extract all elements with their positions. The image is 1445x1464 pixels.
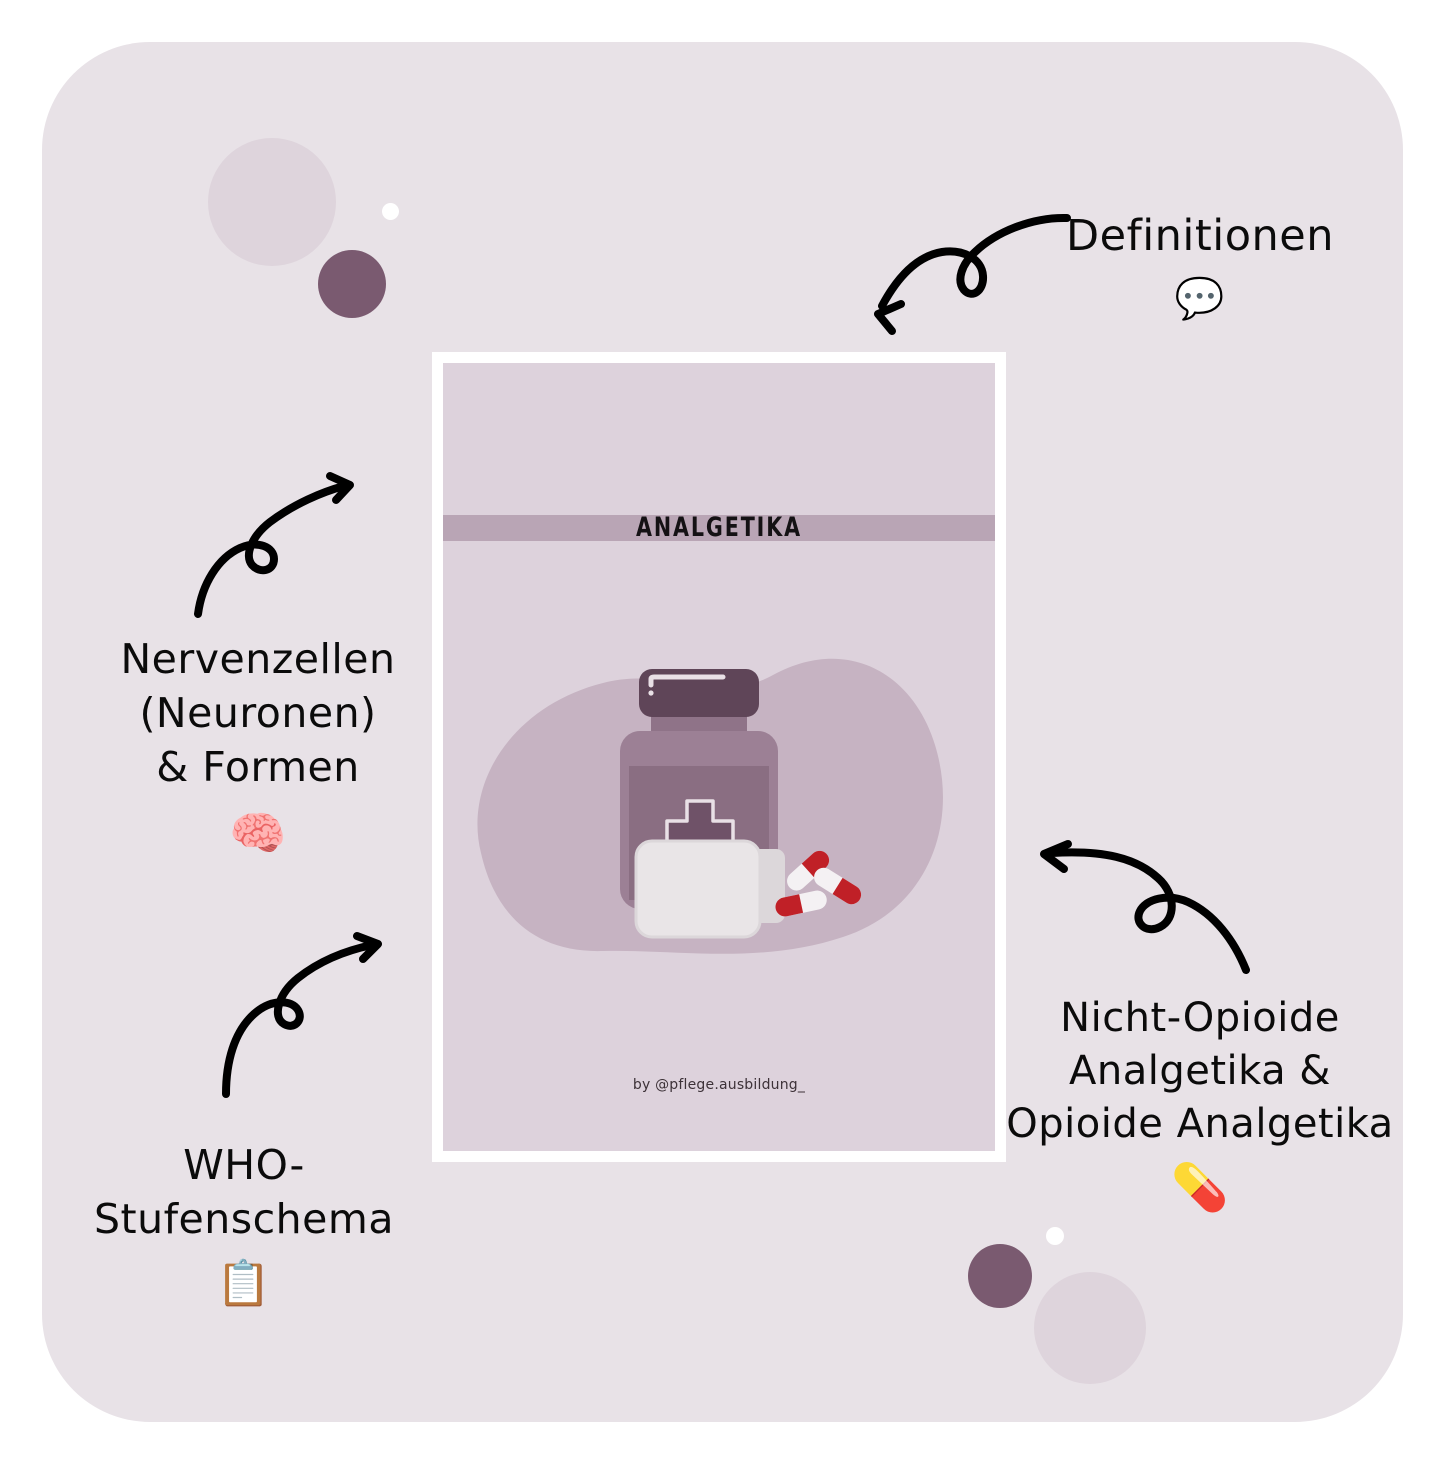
- annotation-opioide-line2: Analgetika &: [1068, 1047, 1331, 1094]
- poster-inner: ANALGETIKA: [443, 363, 995, 1151]
- annotation-who-line1: WHO-: [183, 1141, 305, 1189]
- annotation-who-stufenschema: WHO- Stufenschema 📋: [48, 1138, 440, 1306]
- annotation-opioide-line1: Nicht-Opioide: [1060, 995, 1340, 1041]
- bottle-cap-highlight: [648, 674, 726, 688]
- curly-arrow-up-right-icon: [222, 932, 382, 1098]
- bottle-cap: [639, 669, 759, 717]
- annotation-nervenzellen-line2: (Neuronen): [139, 689, 377, 738]
- poster-title: ANALGETIKA: [636, 512, 802, 543]
- medicine-bottle-illustration: [477, 658, 943, 954]
- curly-arrow-down-left-icon: [874, 213, 1071, 335]
- annotation-opioide: Nicht-Opioide Analgetika & Opioide Analg…: [990, 992, 1410, 1210]
- annotation-nervenzellen: Nervenzellen (Neuronen) & Formen 🧠: [62, 632, 454, 856]
- decor-dot-white-bottom-right: [1046, 1227, 1064, 1245]
- decor-circle-light-bottom-right: [1034, 1272, 1146, 1384]
- decor-circle-light-top-left: [208, 138, 336, 266]
- clipboard-emoji: 📋: [216, 1258, 272, 1310]
- curly-arrow-up-right-icon: [194, 472, 354, 618]
- annotation-opioide-line3: Opioide Analgetika: [1006, 1100, 1394, 1147]
- annotation-who-line2: Stufenschema: [94, 1195, 394, 1244]
- brain-emoji: 🧠: [229, 806, 287, 861]
- curly-arrow-up-left-icon: [1040, 840, 1250, 974]
- bottle-cap-dot: [648, 690, 654, 696]
- pill-2: [814, 867, 862, 905]
- poster-card[interactable]: ANALGETIKA: [432, 352, 1006, 1162]
- decor-circle-dark-top-left: [318, 250, 386, 318]
- pill-1: [787, 850, 830, 891]
- annotation-nervenzellen-line1: Nervenzellen: [120, 635, 396, 683]
- annotation-definitionen-text: Definitionen: [1066, 211, 1334, 261]
- pill-3: [775, 890, 827, 917]
- decor-dot-white-top-left: [382, 203, 399, 220]
- decor-circle-dark-bottom-right: [968, 1244, 1032, 1308]
- poster-credit: by @pflege.ausbildung_: [632, 1077, 806, 1093]
- poster-title-band: [443, 515, 995, 541]
- annotation-definitionen: Definitionen 💬: [1020, 208, 1380, 319]
- speech-balloon-emoji: 💬: [1174, 275, 1226, 322]
- pill-emoji: 💊: [1171, 1160, 1229, 1215]
- annotation-nervenzellen-line3: & Formen: [156, 743, 360, 792]
- white-jar-body: [634, 839, 762, 939]
